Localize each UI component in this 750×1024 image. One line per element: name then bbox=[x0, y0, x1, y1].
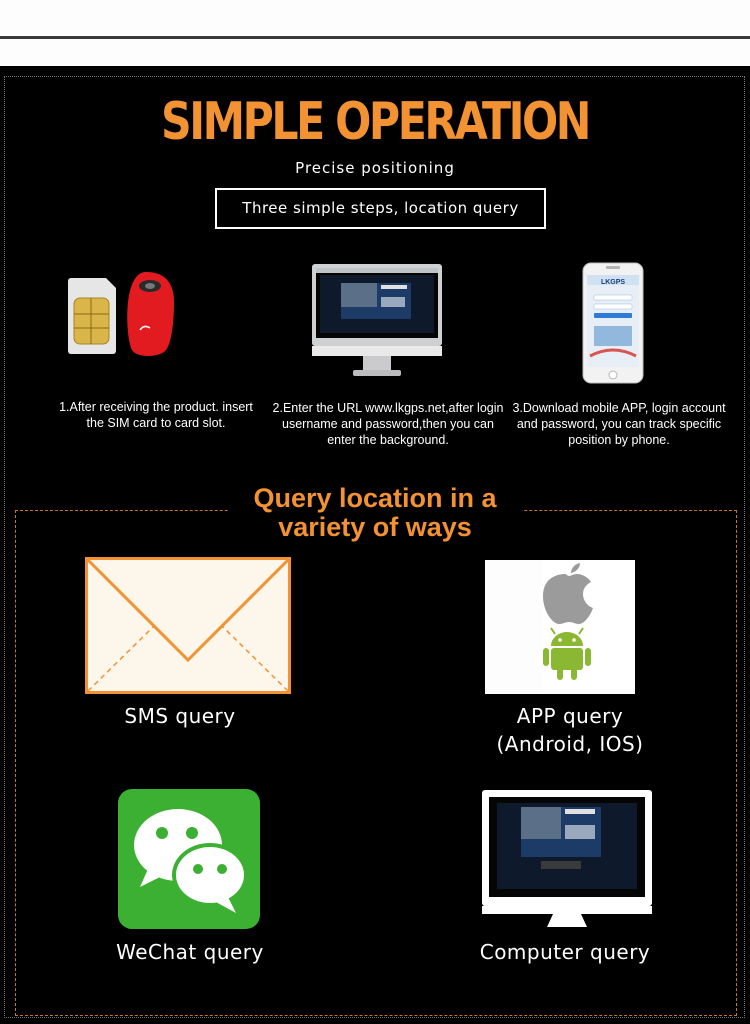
wechat-query-label: WeChat query bbox=[116, 940, 264, 964]
phone-app-name: LKGPS bbox=[601, 279, 625, 286]
query-title: Query location in a variety of ways bbox=[228, 484, 522, 542]
step-3-caption: 3.Download mobile APP, login account and… bbox=[512, 401, 726, 447]
product-panel: SIMPLE OPERATION Precise positioning Thr… bbox=[0, 66, 750, 1024]
wechat-icon bbox=[118, 789, 260, 929]
computer-query-label: Computer query bbox=[479, 940, 651, 964]
step-2-caption: 2.Enter the URL www.lkgps.net,after logi… bbox=[272, 401, 504, 447]
desktop-monitor-icon bbox=[312, 264, 442, 376]
top-bar bbox=[0, 0, 750, 66]
sms-query-label: SMS query bbox=[124, 704, 236, 728]
app-query-label: APP query (Android, IOS) bbox=[496, 704, 644, 756]
page-title: SIMPLE OPERATION bbox=[160, 92, 592, 152]
sim-card-and-tracker-icon bbox=[68, 272, 174, 356]
panel-border bbox=[4, 76, 745, 1018]
computer-monitor-icon bbox=[482, 790, 652, 927]
top-divider bbox=[0, 36, 750, 39]
page-subtitle: Precise positioning bbox=[295, 159, 455, 177]
apple-android-icon bbox=[485, 560, 635, 694]
steps-box: Three simple steps, location query bbox=[215, 188, 546, 229]
envelope-icon bbox=[85, 557, 291, 694]
smartphone-icon: LKGPS bbox=[582, 262, 644, 384]
step-1-caption: 1.After receiving the product. insert th… bbox=[59, 400, 253, 430]
